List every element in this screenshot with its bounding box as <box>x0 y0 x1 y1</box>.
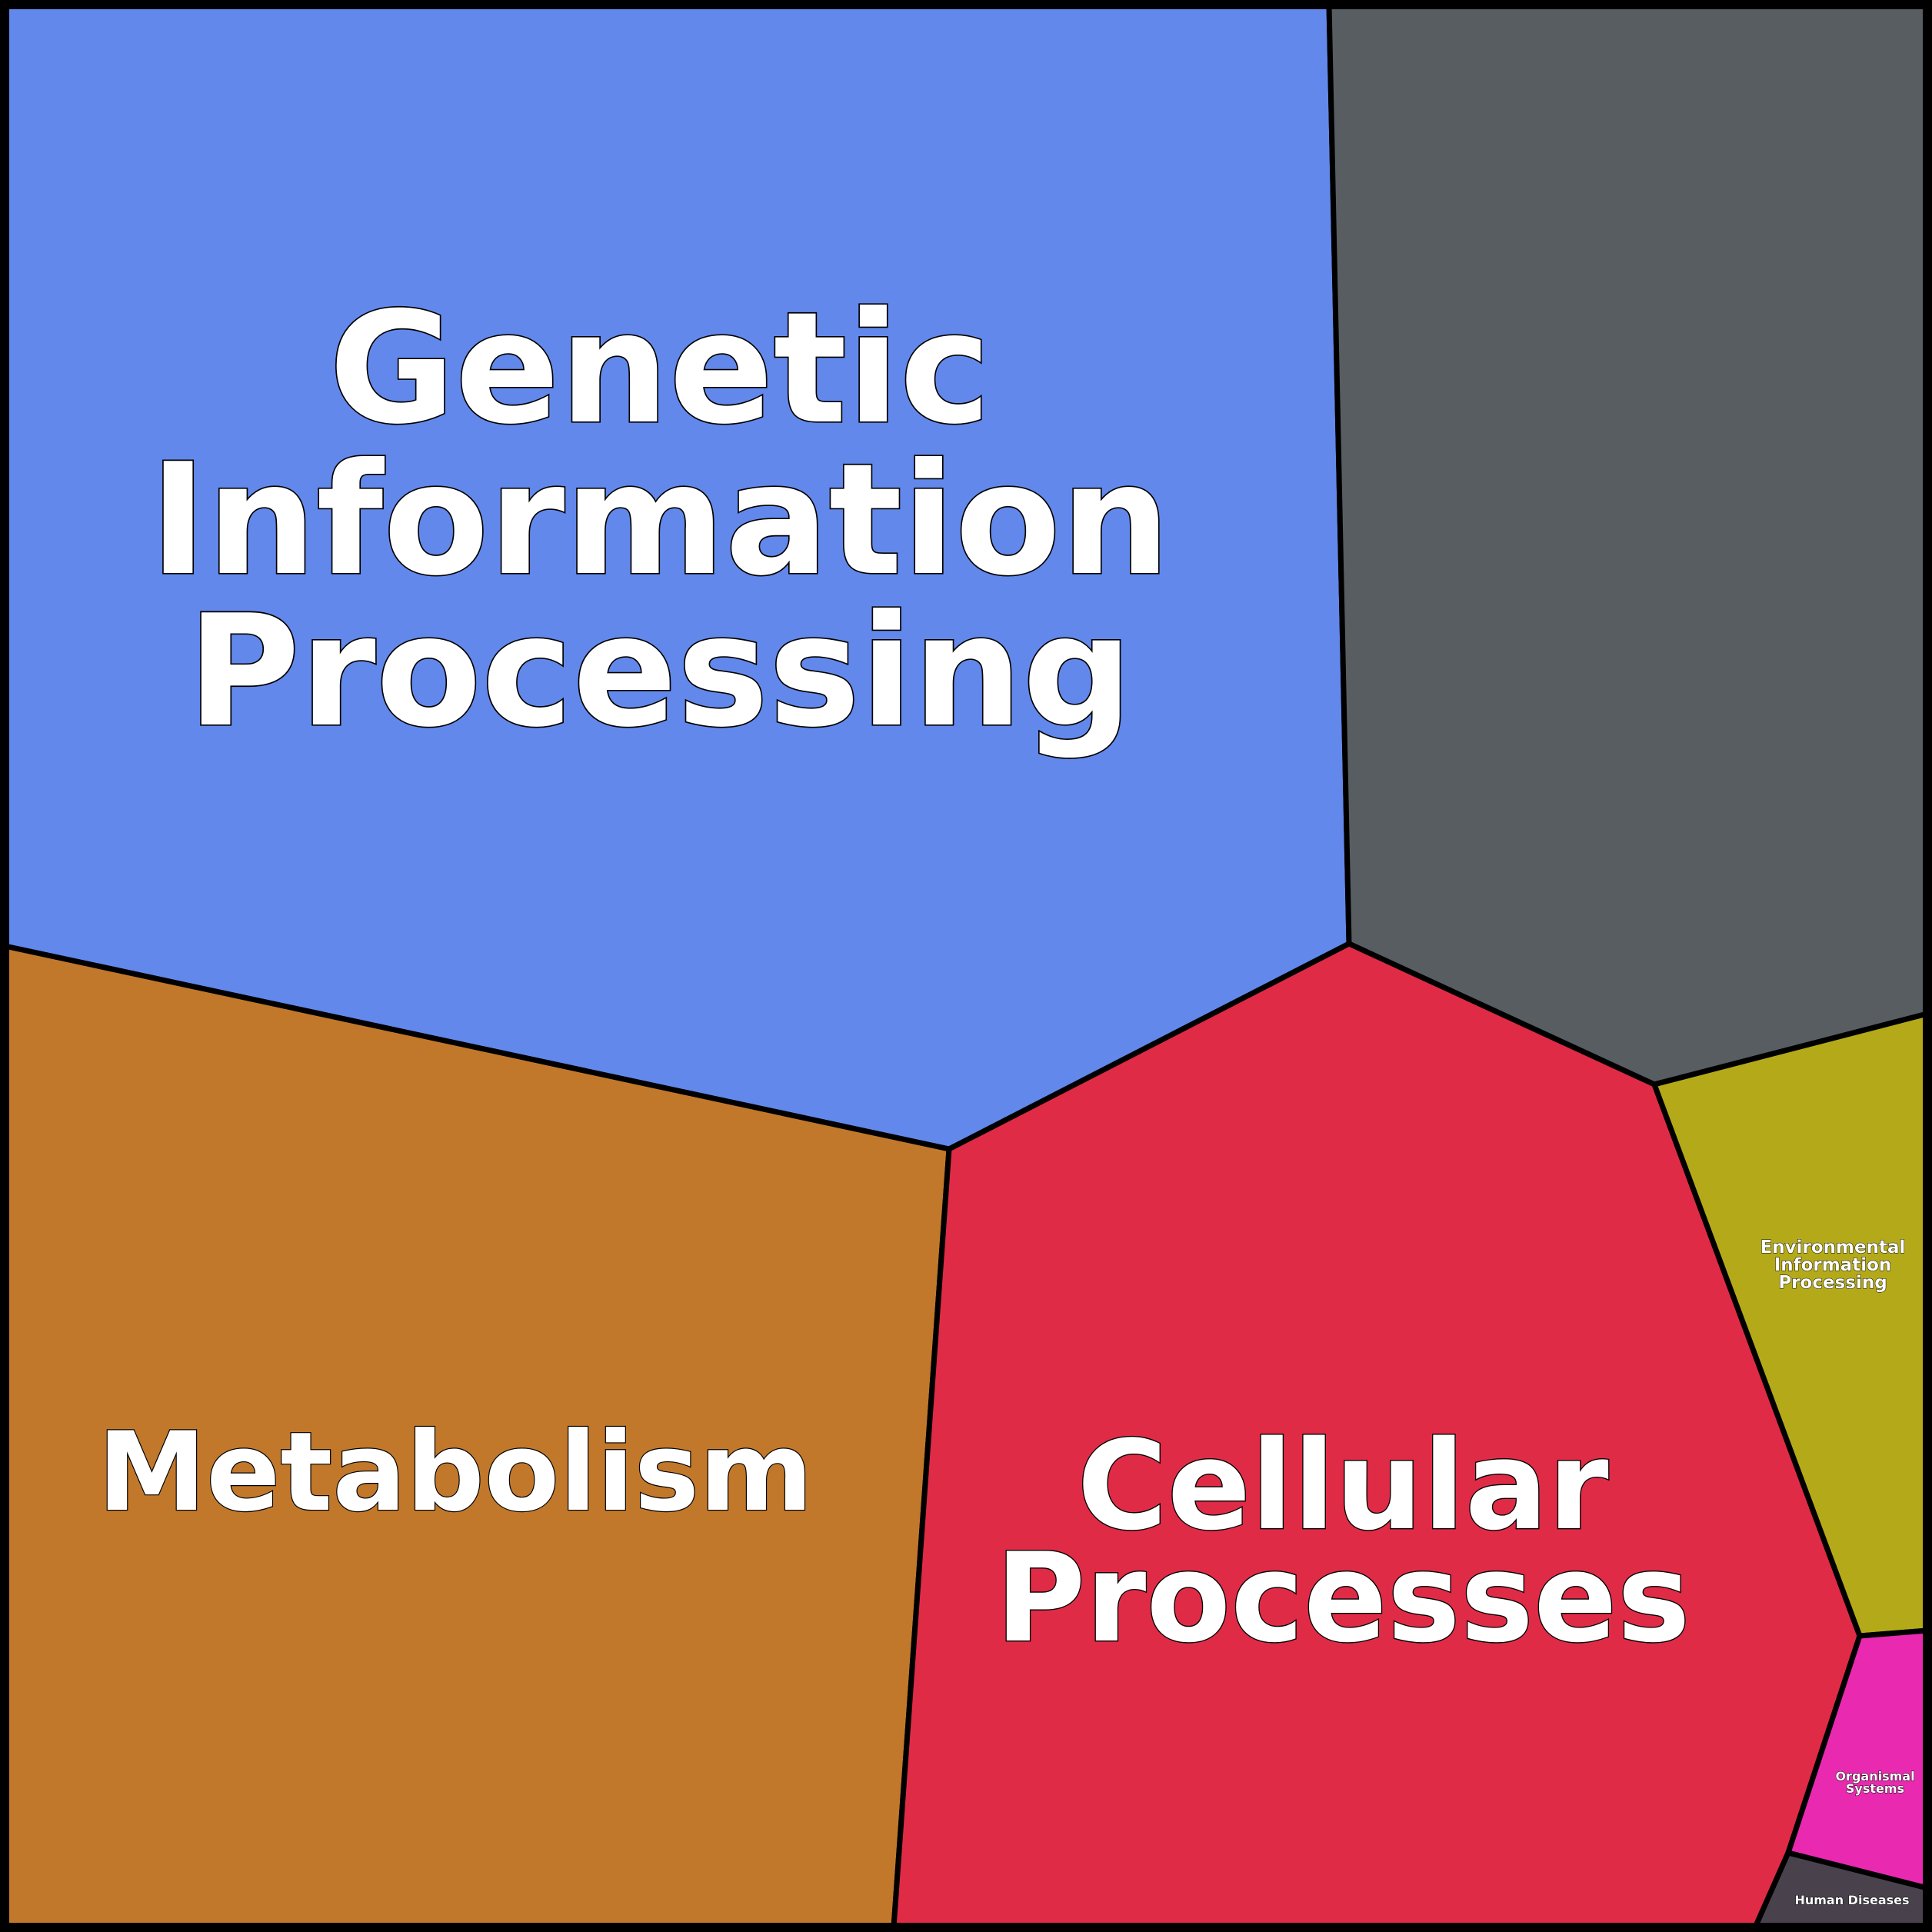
label-metabolism-line: Metabolism <box>98 1409 813 1536</box>
cell-unlabeled <box>1326 2 1930 1088</box>
label-cellular-line: Cellular <box>1077 1414 1608 1557</box>
label-metabolism: Metabolism <box>98 1409 813 1536</box>
label-environmental-line: Information <box>1774 1255 1892 1275</box>
label-genetic-line: Processing <box>187 582 1132 761</box>
label-human-line: Human Diseases <box>1794 1893 1909 1907</box>
label-cellular-line: Processes <box>995 1526 1690 1670</box>
label-genetic-line: Genetic <box>329 279 991 458</box>
label-organismal-line: Organismal <box>1835 1769 1914 1784</box>
label-organismal-line: Systems <box>1846 1781 1904 1796</box>
label-environmental-line: Processing <box>1778 1273 1887 1293</box>
label-environmental-line: Environmental <box>1760 1237 1906 1257</box>
label-genetic-line: Information <box>149 431 1170 610</box>
label-human: Human Diseases <box>1794 1893 1909 1907</box>
